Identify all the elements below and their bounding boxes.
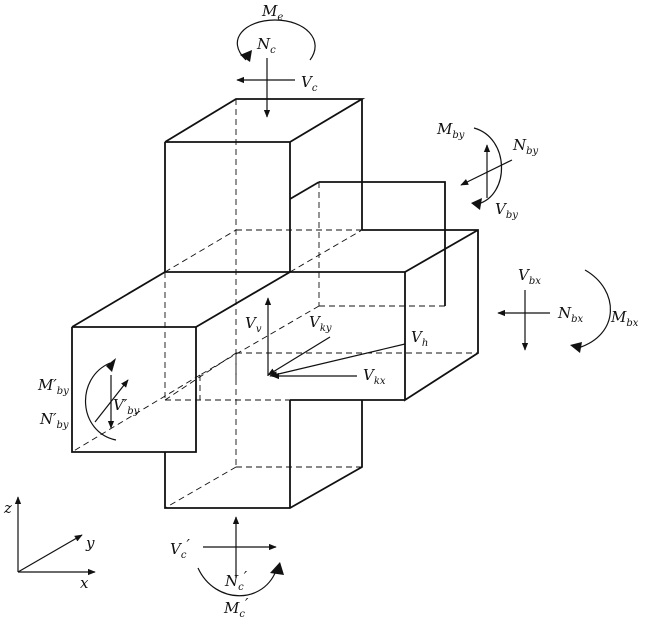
label-nc: Nc	[256, 35, 276, 56]
label-vby: Vby	[495, 200, 518, 221]
moment-mpby-arc	[85, 362, 117, 441]
label-ncp: Nc′	[224, 568, 248, 593]
axis-y-label: y	[85, 534, 95, 552]
label-vh: Vh	[411, 328, 428, 349]
coordinate-axes: z y x	[3, 496, 96, 592]
label-mbx: Mbx	[610, 308, 639, 329]
label-mpby: M′by	[37, 376, 69, 397]
label-nby: Nby	[512, 136, 539, 157]
label-vcp: Vc′	[170, 536, 190, 561]
label-vky: Vky	[309, 313, 332, 334]
top-loads: Me Nc Vc	[236, 2, 318, 118]
axis-z-label: z	[3, 499, 12, 517]
force-vh-arrow	[269, 343, 406, 378]
label-me: Me	[261, 2, 283, 23]
moment-mcp-arc	[197, 567, 278, 597]
force-npby-arrow	[94, 379, 129, 423]
bottom-loads: Vc′ Nc′ Mc′	[170, 516, 284, 620]
force-vky-arrow	[267, 336, 331, 376]
hidden-edges	[71, 99, 478, 509]
moment-mbx-arc	[577, 269, 611, 349]
label-vkx: Vkx	[363, 366, 386, 387]
label-mcp: Mc′	[223, 595, 249, 620]
moment-mpby-arrowhead	[106, 358, 116, 372]
force-vby-arrow	[460, 159, 513, 186]
label-vc: Vc	[301, 73, 318, 94]
label-mby: Mby	[436, 120, 465, 141]
moment-mby-arc	[473, 127, 503, 205]
label-vv: Vv	[245, 314, 262, 335]
label-npby: N′by	[39, 410, 69, 431]
label-nbx: Nbx	[557, 304, 584, 325]
moment-mby-arrowhead	[471, 198, 482, 210]
moment-me-arrowhead	[240, 50, 252, 62]
rear-beam-loads: Mby Nby Vby	[436, 120, 539, 221]
moment-mbx-arrowhead	[570, 342, 582, 353]
right-beam-loads: Vbx Nbx Mbx	[497, 266, 639, 353]
axis-y-arrow	[17, 534, 83, 573]
moment-me-arc	[236, 19, 316, 61]
visible-edges	[71, 98, 479, 509]
core-shear-forces: Vv Vky Vh Vkx	[245, 297, 428, 387]
moment-mcp-arrowhead	[270, 562, 284, 575]
front-beam-loads: M′by N′by V′by	[37, 358, 140, 441]
label-vpby: V′by	[113, 396, 140, 417]
axis-x-label: x	[80, 574, 89, 592]
label-vbx: Vbx	[518, 266, 541, 287]
